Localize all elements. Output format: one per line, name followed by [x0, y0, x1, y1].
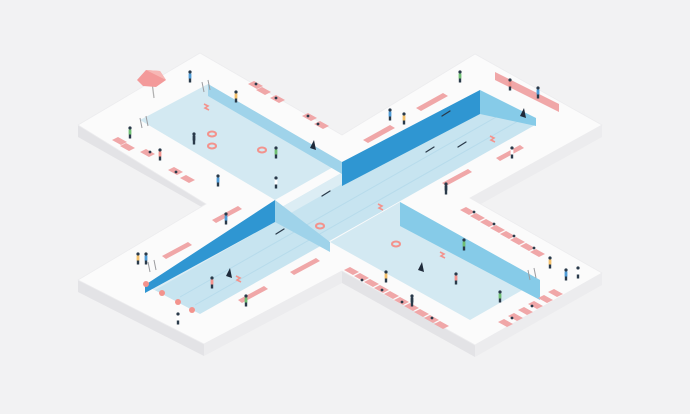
swimmer-icon — [275, 110, 467, 235]
umbrella-icon — [137, 70, 166, 99]
pool-basin-upper-left — [140, 84, 342, 200]
zigzag-floats — [203, 103, 496, 283]
pool-basin-lower-right — [330, 202, 540, 320]
pool-ladder-icon — [139, 79, 537, 281]
sun-lounger-row-right — [460, 207, 563, 327]
pool-lane-channel — [145, 94, 535, 314]
float-ring-icon — [207, 130, 401, 248]
sunbathers — [148, 82, 536, 320]
deck-sides — [78, 125, 602, 357]
pool-walls — [145, 84, 540, 300]
person-icon — [128, 70, 580, 325]
shark-fin-icon — [226, 108, 526, 278]
deck-floats — [143, 281, 195, 313]
